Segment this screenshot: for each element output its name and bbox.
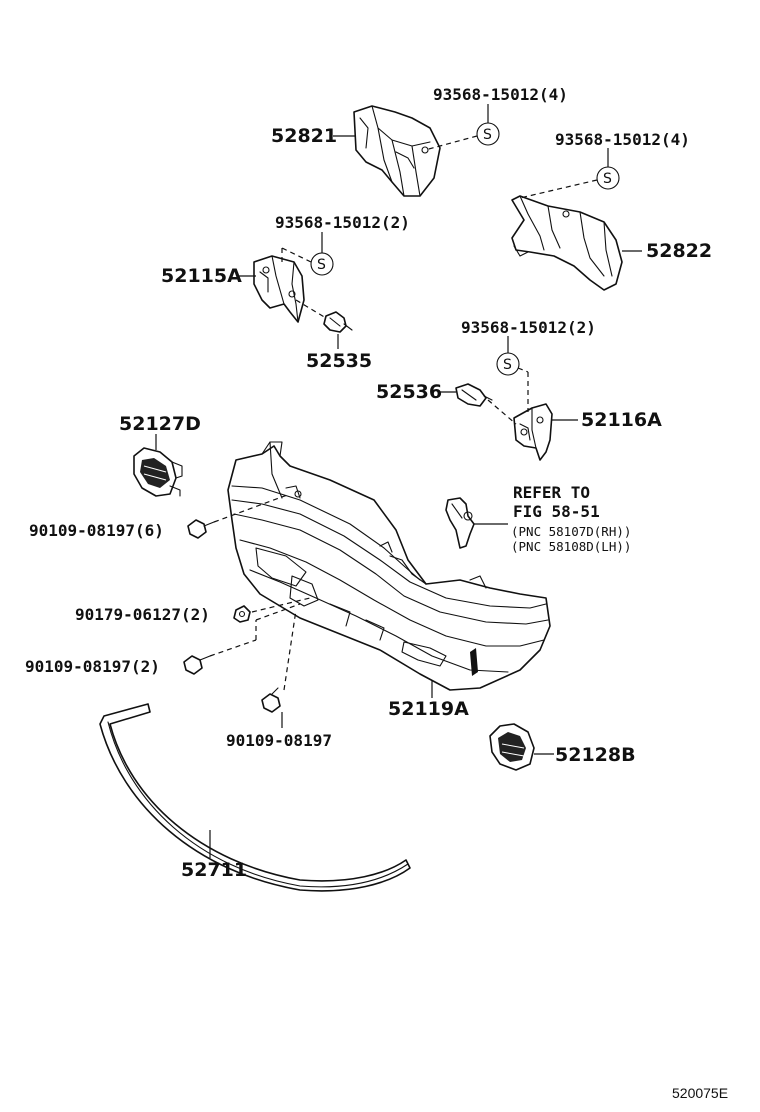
- label-clip-52116a: 93568-15012(2): [461, 318, 596, 337]
- label-clip-52822: 93568-15012(4): [555, 130, 690, 149]
- dash-52821: [424, 135, 478, 151]
- label-52822: 52822: [646, 240, 712, 262]
- svg-text:S: S: [483, 127, 492, 143]
- label-52711: 52711: [181, 859, 247, 881]
- clip-s-52821: S: [476, 122, 500, 146]
- clip-s-52116a: S: [496, 352, 520, 376]
- label-52535: 52535: [306, 350, 372, 372]
- label-52115a: 52115A: [161, 265, 242, 287]
- bracket-52116a: [513, 403, 553, 461]
- bracket-52115a: [253, 255, 305, 323]
- svg-text:S: S: [317, 257, 326, 273]
- nut-mid: [233, 605, 251, 623]
- figure-id: 520075E: [672, 1085, 728, 1101]
- bracket-52821: [353, 105, 441, 197]
- note-refer-line4: (PNC 58108D(LH)): [511, 539, 631, 554]
- molding-52711: [99, 703, 411, 892]
- note-refer-line3: (PNC 58107D(RH)): [511, 524, 631, 539]
- svg-text:S: S: [603, 171, 612, 187]
- clip-s-52115a: S: [310, 252, 334, 276]
- label-52128b: 52128B: [555, 744, 636, 766]
- grille-52128b: [489, 723, 535, 771]
- label-clip-52115a: 93568-15012(2): [275, 213, 410, 232]
- label-52127d: 52127D: [119, 413, 201, 435]
- label-bolt-upper: 90109-08197(6): [29, 521, 164, 540]
- screw-52535: [323, 311, 353, 333]
- dash-nut-mid: [251, 597, 311, 613]
- dash-bolt-upper: [213, 493, 291, 523]
- bumper-52119a: [227, 441, 551, 691]
- dash-bolt-single: [283, 609, 297, 691]
- label-clip-52821: 93568-15012(4): [433, 85, 568, 104]
- svg-text:S: S: [503, 357, 512, 373]
- dash-bolt-lower-c: [255, 603, 301, 621]
- label-nut-mid: 90179-06127(2): [75, 605, 210, 624]
- screw-52536: [455, 383, 493, 407]
- dash-52535: [295, 299, 327, 319]
- bolt-lower: [183, 655, 211, 675]
- dash-bolt-lower-a: [209, 639, 257, 657]
- dash-52116a-a: [517, 367, 529, 373]
- bolt-upper: [187, 519, 215, 539]
- label-bolt-single: 90109-08197: [226, 731, 332, 750]
- clip-s-52822: S: [596, 166, 620, 190]
- reference-bracket: [445, 497, 475, 549]
- label-52536: 52536: [376, 381, 442, 403]
- label-52116a: 52116A: [581, 409, 662, 431]
- bracket-52822: [511, 195, 623, 291]
- note-refer-line1: REFER TO: [513, 483, 590, 502]
- grille-52127d: [133, 447, 183, 497]
- bolt-single: [261, 687, 281, 713]
- label-52119a: 52119A: [388, 698, 469, 720]
- label-bolt-lower: 90109-08197(2): [25, 657, 160, 676]
- dash-52822: [519, 179, 598, 199]
- dash-52536: [487, 399, 517, 425]
- label-52821: 52821: [271, 125, 337, 147]
- note-refer-line2: FIG 58-51: [513, 502, 600, 521]
